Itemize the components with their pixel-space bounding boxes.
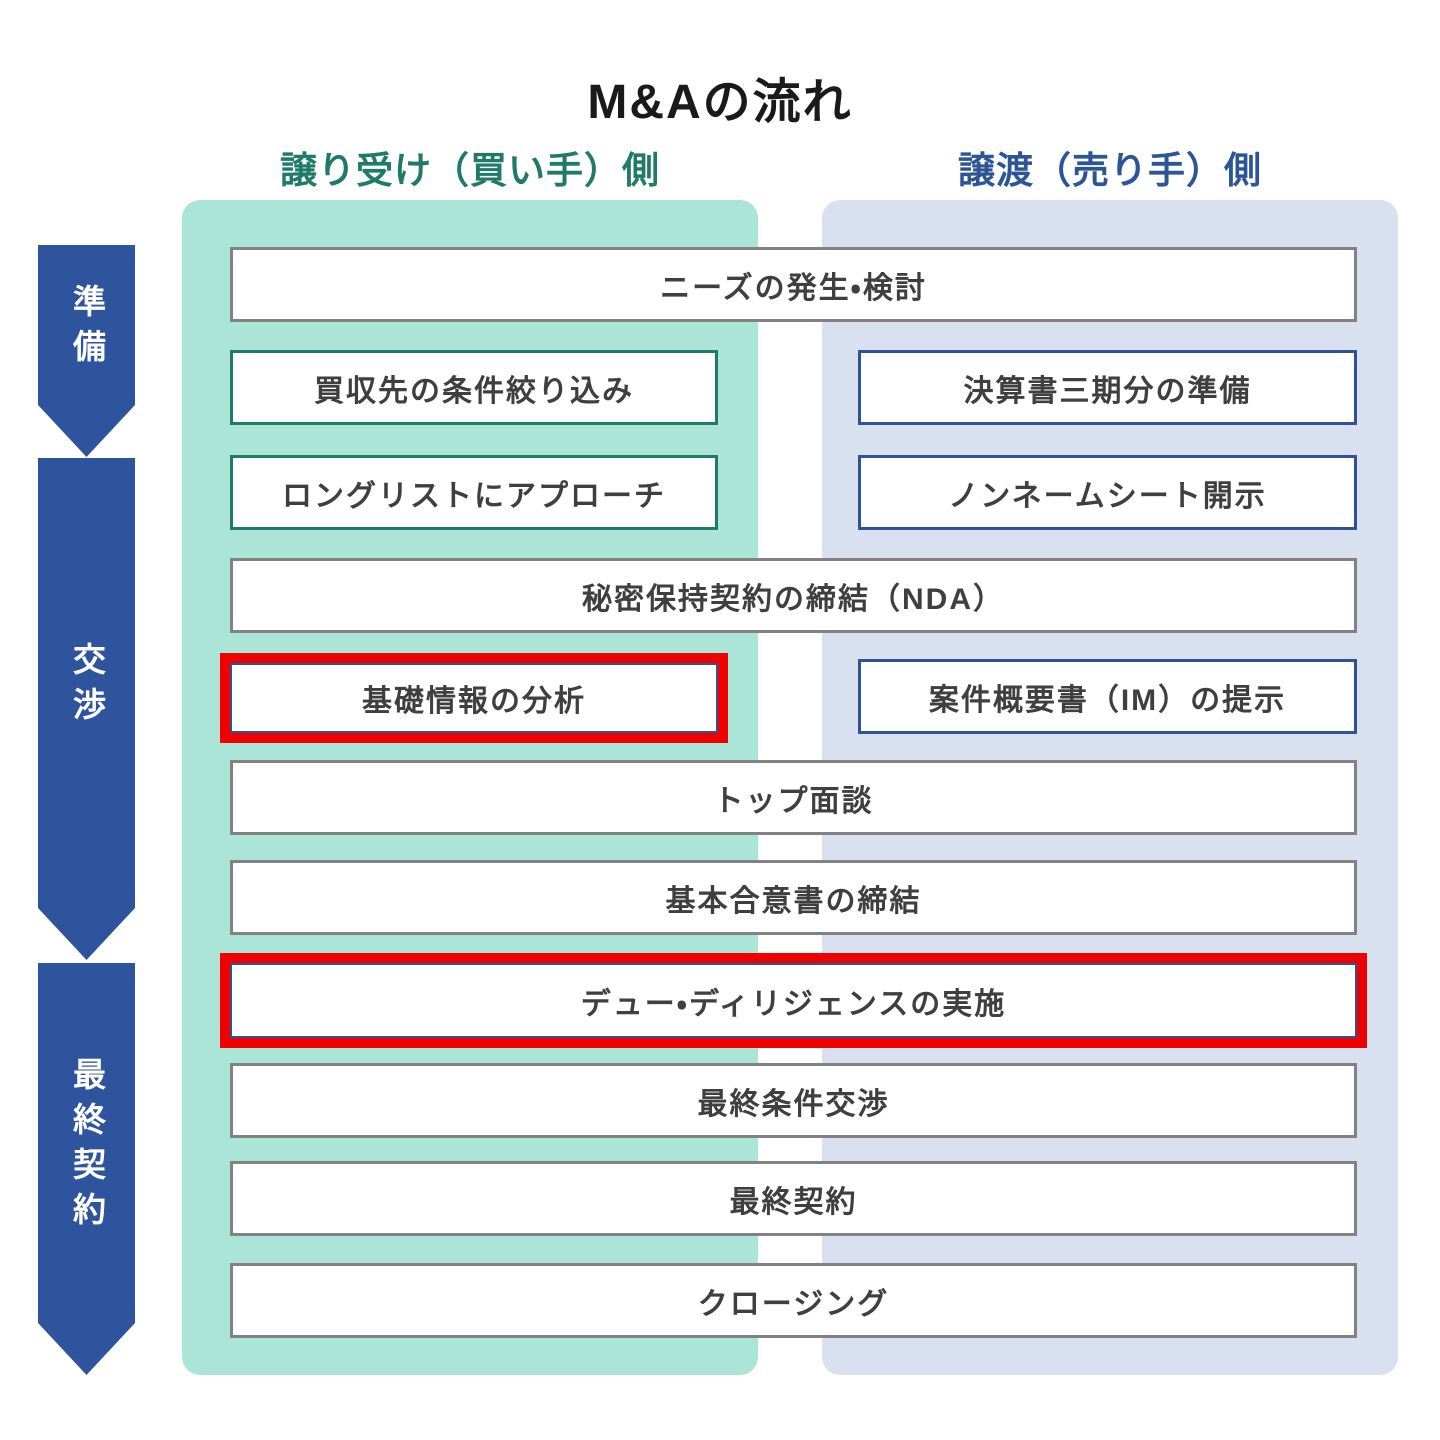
step-box-nonname-sheet: ノンネームシート開示 <box>858 455 1357 530</box>
step-box-acquisition-criteria: 買収先の条件絞り込み <box>230 350 718 425</box>
phase-label-negotiation: 交渉 <box>68 642 106 732</box>
step-box-im-presentation: 案件概要書（IM）の提示 <box>858 659 1357 734</box>
step-box-needs-consideration: ニーズの発生・検討 <box>230 247 1357 322</box>
step-box-closing: クロージング <box>230 1263 1357 1338</box>
step-box-basic-agreement: 基本合意書の締結 <box>230 860 1357 935</box>
step-box-final-terms-negotiation: 最終条件交渉 <box>230 1063 1357 1138</box>
step-box-financial-statements: 決算書三期分の準備 <box>858 350 1357 425</box>
phase-arrow-final-contract: 最終契約 <box>38 963 135 1375</box>
step-box-nda: 秘密保持契約の締結（NDA） <box>230 558 1357 633</box>
step-box-top-meeting: トップ面談 <box>230 760 1357 835</box>
phase-label-final-contract: 最終契約 <box>68 1057 106 1237</box>
step-box-due-diligence-highlighted: デュー・ディリジェンスの実施 <box>220 953 1367 1048</box>
step-box-basic-info-analysis-highlighted: 基礎情報の分析 <box>220 653 728 743</box>
phase-label-preparation: 準備 <box>68 284 106 374</box>
phase-arrow-preparation: 準備 <box>38 245 135 457</box>
step-box-longlist-approach: ロングリストにアプローチ <box>230 455 718 530</box>
page-title: M&Aの流れ <box>587 76 853 129</box>
seller-column-header: 譲渡（売り手）側 <box>958 150 1262 191</box>
step-box-final-contract: 最終契約 <box>230 1161 1357 1236</box>
phase-arrow-negotiation: 交渉 <box>38 458 135 960</box>
buyer-column-header: 譲り受け（買い手）側 <box>280 150 660 191</box>
